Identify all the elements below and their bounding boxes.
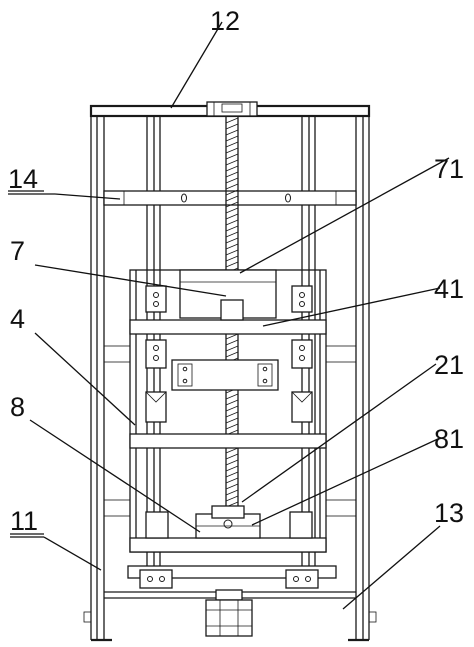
label-41: 41 [434, 274, 464, 304]
label-81: 81 [434, 424, 464, 454]
label-13: 13 [434, 498, 464, 528]
leader-lines [8, 21, 450, 610]
label-12: 12 [210, 6, 240, 36]
label-14: 14 [8, 164, 38, 194]
top-bearing [206, 101, 258, 117]
label-21: 21 [434, 350, 464, 380]
label-71: 71 [434, 154, 464, 184]
lower-carriage [145, 505, 313, 539]
mounting-plate [171, 359, 279, 391]
label-4: 4 [10, 304, 25, 334]
left-slider-blocks [145, 285, 167, 423]
motor [205, 589, 253, 637]
label-11: 11 [10, 506, 38, 536]
label-8: 8 [10, 392, 25, 422]
reference-labels: 12 14 71 7 41 4 21 8 81 11 13 [8, 6, 464, 536]
right-slider-blocks [291, 285, 313, 423]
label-7: 7 [10, 236, 25, 266]
nut-block [179, 269, 277, 321]
